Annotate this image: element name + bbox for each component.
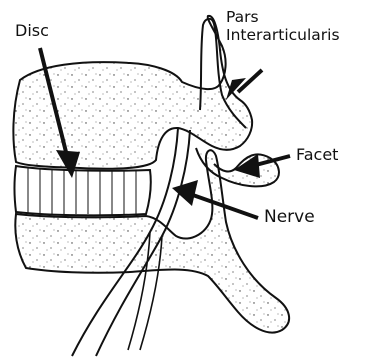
intervertebral-disc <box>15 166 151 215</box>
label-nerve: Nerve <box>264 208 315 226</box>
label-pars-interarticularis: Pars Interarticularis <box>226 8 340 44</box>
label-pars-line1: Pars <box>226 8 340 26</box>
label-pars-line2: Interarticularis <box>226 26 340 44</box>
label-disc: Disc <box>15 22 49 40</box>
label-facet: Facet <box>296 146 338 164</box>
